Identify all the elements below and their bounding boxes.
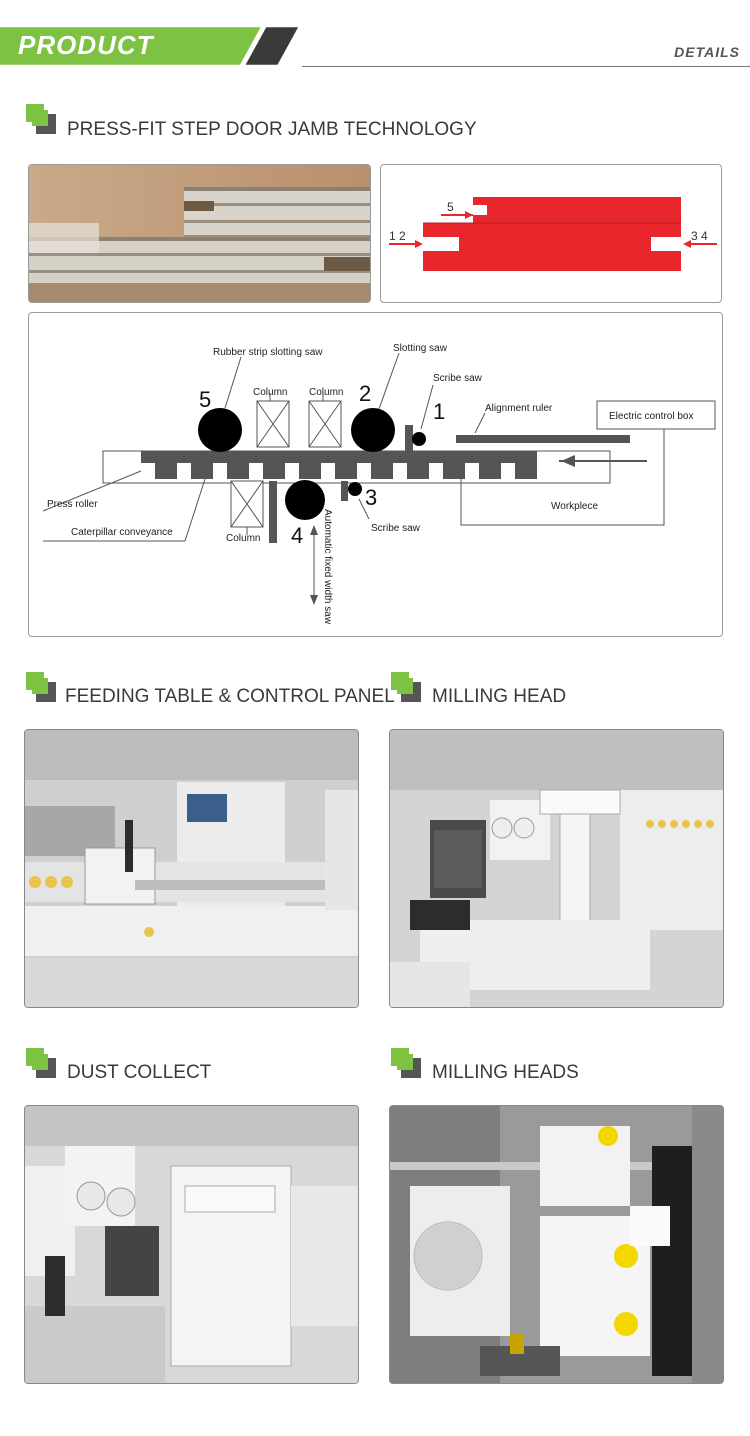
label-column-1: Column bbox=[253, 387, 287, 398]
number-2: 2 bbox=[359, 381, 371, 406]
section-bullet-icon bbox=[391, 672, 421, 702]
section-title-milling-heads: MILLING HEADS bbox=[432, 1062, 579, 1083]
section-title-press-fit: PRESS-FIT STEP DOOR JAMB TECHNOLOGY bbox=[67, 119, 477, 140]
profile-label-right: 3 4 bbox=[691, 229, 708, 243]
section-bullet-icon bbox=[26, 1048, 56, 1078]
profile-diagram: 5 1 2 3 4 bbox=[380, 164, 722, 303]
profile-label-top: 5 bbox=[447, 200, 454, 214]
section-bullet-icon bbox=[391, 1048, 421, 1078]
jamb-section-photo bbox=[28, 164, 371, 303]
label-column-2: Column bbox=[309, 387, 343, 398]
section-title-dust-collect: DUST COLLECT bbox=[67, 1062, 212, 1083]
feeding-table-photo bbox=[24, 729, 359, 1008]
label-scribe-saw-bottom: Scribe saw bbox=[371, 523, 421, 534]
profile-label-left: 1 2 bbox=[389, 229, 406, 243]
number-1: 1 bbox=[433, 399, 445, 424]
label-column-3: Column bbox=[226, 533, 260, 544]
label-scribe-saw-top: Scribe saw bbox=[433, 373, 483, 384]
details-label: DETAILS bbox=[674, 44, 740, 60]
label-press-roller: Press roller bbox=[47, 499, 98, 510]
number-5: 5 bbox=[199, 387, 211, 412]
section-bullet-icon bbox=[26, 104, 56, 134]
dust-collect-photo bbox=[24, 1105, 359, 1384]
header-divider bbox=[302, 66, 750, 67]
milling-heads-photo bbox=[389, 1105, 724, 1384]
milling-head-photo bbox=[389, 729, 724, 1008]
label-slotting-saw: Slotting saw bbox=[393, 343, 448, 354]
machine-layout-diagram: Rubber strip slotting saw Slotting saw S… bbox=[28, 312, 723, 637]
section-title-milling-head: MILLING HEAD bbox=[432, 686, 567, 707]
label-electric-box: Electric control box bbox=[609, 411, 693, 422]
label-workpiece: Workplece bbox=[551, 501, 598, 512]
label-auto-width-saw: Automatic fixed width saw bbox=[322, 509, 333, 625]
label-caterpillar: Caterpillar conveyance bbox=[71, 527, 173, 538]
number-4: 4 bbox=[291, 523, 303, 548]
number-3: 3 bbox=[365, 485, 377, 510]
section-bullet-icon bbox=[26, 672, 56, 702]
label-rubber-strip-saw: Rubber strip slotting saw bbox=[213, 347, 323, 358]
label-alignment-ruler: Alignment ruler bbox=[485, 403, 553, 414]
banner-title: PRODUCT bbox=[18, 30, 154, 60]
product-banner bbox=[0, 27, 299, 65]
section-title-feeding-table: FEEDING TABLE & CONTROL PANEL bbox=[65, 686, 395, 707]
